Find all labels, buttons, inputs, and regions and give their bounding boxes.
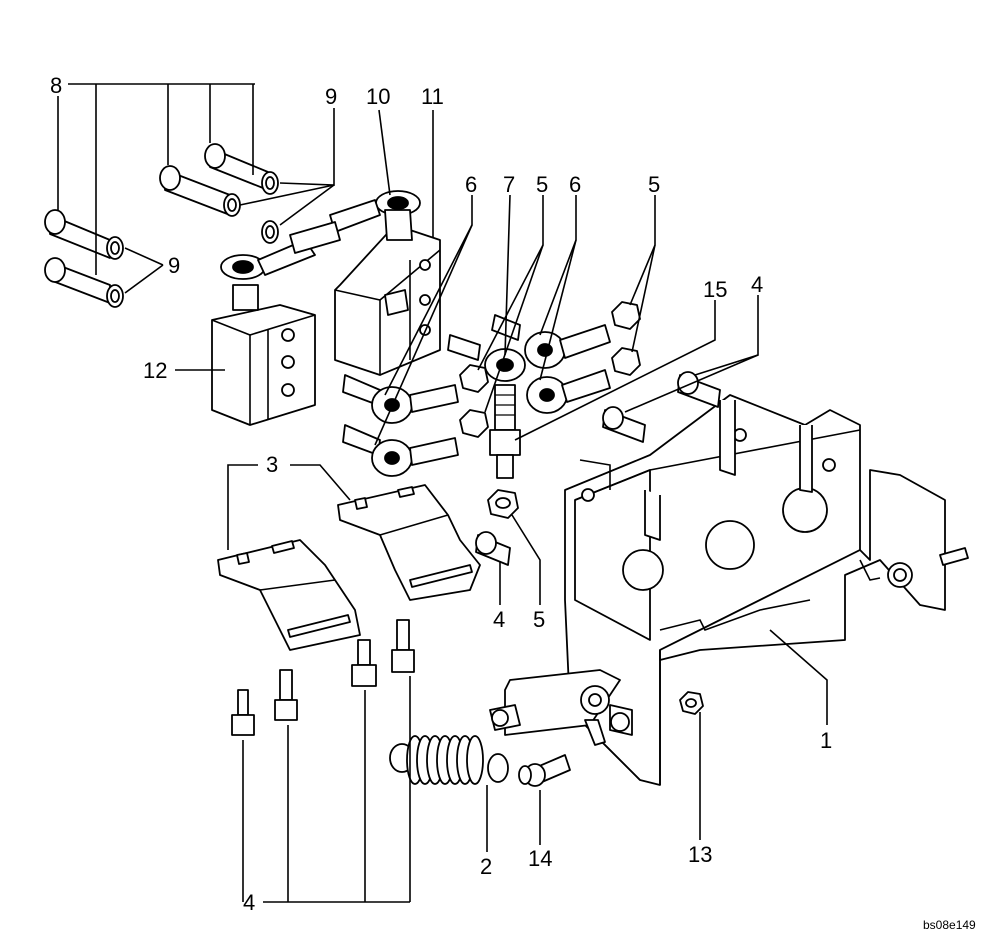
part-4-screws-upper [475, 371, 721, 566]
reference-code: bs08e149 [923, 918, 976, 932]
callout-11: 11 [421, 84, 444, 109]
switch-plate [489, 669, 633, 746]
callout-5-right: 5 [648, 172, 660, 197]
callout-9-lower: 9 [168, 253, 180, 278]
callout-4-lower: 4 [243, 890, 255, 915]
part-1-frame [564, 394, 969, 786]
callout-2: 2 [480, 854, 492, 879]
part-4-screws-lower [231, 619, 415, 736]
callout-4-upper-right: 4 [751, 272, 763, 297]
part-14-screw [518, 754, 571, 787]
callout-4-center: 4 [493, 607, 505, 632]
part-2-spring [389, 735, 509, 785]
part-12-block [211, 239, 316, 426]
leader-lines [57, 83, 828, 903]
callout-6-right: 6 [569, 172, 581, 197]
callout-6-left: 6 [465, 172, 477, 197]
callout-14: 14 [528, 846, 552, 871]
callout-3: 3 [266, 452, 278, 477]
part-15-stud [489, 384, 521, 479]
callout-8: 8 [50, 73, 62, 98]
callout-9-upper: 9 [325, 84, 337, 109]
part-8-bolts [44, 143, 269, 304]
callout-5-lower: 5 [533, 607, 545, 632]
part-5-nuts [459, 301, 641, 519]
callout-5-center: 5 [536, 172, 548, 197]
part-13-nut [679, 691, 704, 715]
callout-10: 10 [366, 84, 390, 109]
callout-12: 12 [143, 358, 167, 383]
callout-7: 7 [503, 172, 515, 197]
part-9-washers [106, 171, 279, 308]
callout-1: 1 [820, 728, 832, 753]
callout-labels: 8 9 10 11 9 12 6 7 5 6 5 15 4 3 4 5 1 2 … [50, 73, 832, 915]
part-3-brackets [217, 484, 481, 651]
callout-15: 15 [703, 277, 727, 302]
part-6-rod-ends-right [491, 314, 611, 414]
callout-13: 13 [688, 842, 712, 867]
part-6-rod-ends-left [342, 334, 481, 477]
